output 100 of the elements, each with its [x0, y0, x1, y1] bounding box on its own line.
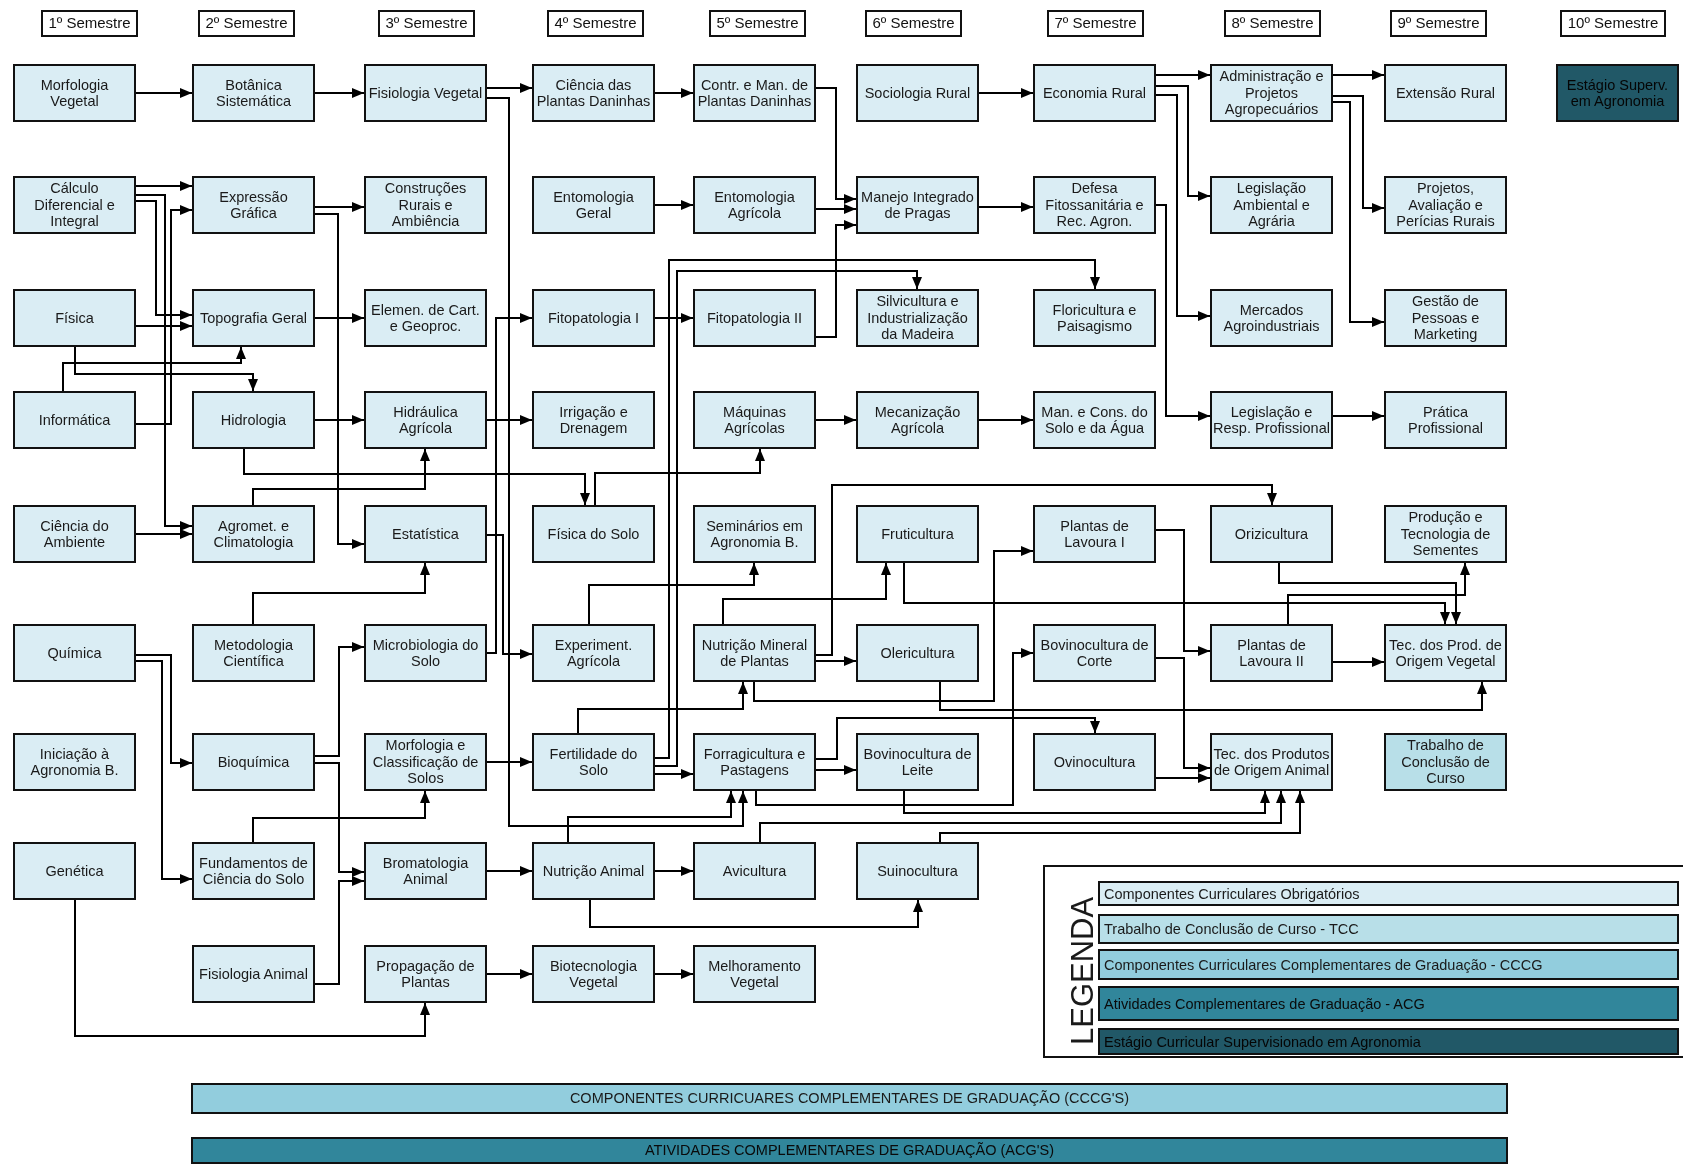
course-box	[693, 842, 816, 900]
arrow	[978, 202, 1034, 212]
course-name: Fruticultura	[880, 525, 955, 543]
semester-label: 9º Semestre	[1396, 15, 1481, 32]
course-name: Ovinocultura	[1052, 753, 1137, 771]
course-box	[1033, 505, 1156, 563]
semester-header	[41, 10, 138, 37]
semester-header	[1224, 10, 1321, 37]
course-name: Fitopatologia I	[546, 309, 641, 327]
arrow	[135, 529, 193, 539]
arrow	[1155, 70, 1211, 80]
course-box	[192, 289, 315, 347]
course-box	[693, 945, 816, 1003]
arrow	[1155, 85, 1211, 201]
arrow	[243, 448, 590, 506]
arrow	[486, 83, 533, 93]
course-name: Cálculo Diferencial e Integral	[33, 180, 116, 230]
arrow	[135, 194, 193, 531]
arrow	[252, 790, 430, 843]
course-box	[1210, 289, 1333, 347]
course-box	[1033, 64, 1156, 122]
semester-header	[1390, 10, 1487, 37]
semester-label: 1º Semestre	[47, 15, 132, 32]
course-box	[693, 624, 816, 682]
course-name: Tec. dos Produtos de Origem Animal	[1212, 745, 1331, 779]
course-box	[192, 505, 315, 563]
arrow	[252, 448, 430, 506]
course-name: Melhoramento Vegetal	[707, 957, 802, 991]
arrow	[815, 717, 1100, 760]
arrow	[135, 88, 193, 98]
arrow	[815, 204, 857, 214]
course-name: Irrigação e Drenagem	[558, 403, 629, 437]
course-box	[532, 289, 655, 347]
course-box	[13, 64, 136, 122]
course-box	[856, 733, 979, 791]
arrow	[654, 313, 694, 323]
course-name: Olericultura	[879, 644, 956, 662]
course-name: Manejo Integrado de Pragas	[860, 188, 975, 222]
arrow	[1155, 94, 1211, 321]
course-name: Gestão de Pessoas e Marketing	[1410, 293, 1481, 343]
course-name: Genética	[44, 862, 105, 880]
arrow	[654, 866, 694, 876]
course-name: Plantas de Lavoura I	[1059, 517, 1130, 551]
semester-label: 4º Semestre	[553, 15, 638, 32]
course-box	[1210, 64, 1333, 122]
arrow	[314, 313, 365, 323]
course-box	[1033, 733, 1156, 791]
course-box	[1384, 505, 1507, 563]
course-name: Ciência das Plantas Daninhas	[535, 76, 652, 110]
course-name: Administração e Projetos Agropecuários	[1218, 68, 1325, 118]
arrow	[939, 790, 1305, 843]
arrow	[594, 448, 765, 506]
course-name: Seminários em Agronomia B.	[705, 517, 804, 551]
course-name: Extensão Rural	[1394, 84, 1497, 102]
course-name: Avicultura	[721, 862, 788, 880]
arrow	[486, 313, 533, 654]
course-box	[1033, 391, 1156, 449]
course-name: Mecanização Agrícola	[873, 403, 962, 437]
course-name: Ciência do Ambiente	[39, 517, 110, 551]
semester-label: 10º Semestre	[1566, 15, 1660, 32]
arrow	[314, 415, 365, 425]
semester-label: 6º Semestre	[871, 15, 956, 32]
course-name: Fisiologia Animal	[198, 965, 309, 983]
course-box	[856, 505, 979, 563]
arrow	[978, 88, 1034, 98]
course-box	[1384, 624, 1507, 682]
course-box	[192, 64, 315, 122]
course-name: Forragicultura e Pastagens	[702, 745, 807, 779]
arrow	[314, 762, 365, 877]
course-name: Fisiologia Vegetal	[367, 84, 484, 102]
course-name: Trabalho de Conclusão de Curso	[1400, 737, 1491, 787]
course-name: Hidrologia	[219, 411, 288, 429]
course-box	[856, 176, 979, 234]
course-box	[1033, 624, 1156, 682]
arrow	[815, 656, 857, 666]
course-box	[693, 289, 816, 347]
semester-header	[709, 10, 806, 37]
course-box	[1556, 64, 1679, 122]
course-box	[192, 176, 315, 234]
arrow	[1155, 657, 1211, 773]
arrow	[314, 88, 365, 98]
course-name: Entomologia Geral	[552, 188, 635, 222]
semester-label: 2º Semestre	[204, 15, 289, 32]
course-box	[532, 176, 655, 234]
course-box	[1384, 733, 1507, 791]
course-name: Produção e Tecnologia de Sementes	[1399, 509, 1492, 559]
arrow	[978, 415, 1034, 425]
category-bar	[191, 1137, 1508, 1164]
course-box	[1384, 176, 1507, 234]
course-box	[1210, 176, 1333, 234]
course-box	[364, 945, 487, 1003]
arrow	[903, 562, 1450, 625]
course-box	[856, 289, 979, 347]
course-box	[1210, 391, 1333, 449]
course-box	[192, 842, 315, 900]
arrow	[1332, 101, 1385, 327]
course-box	[13, 391, 136, 449]
course-name: Silvicultura e Industrialização da Madeira	[866, 293, 969, 343]
course-name: Morfologia e Classificação de Solos	[371, 737, 480, 787]
course-box	[364, 842, 487, 900]
